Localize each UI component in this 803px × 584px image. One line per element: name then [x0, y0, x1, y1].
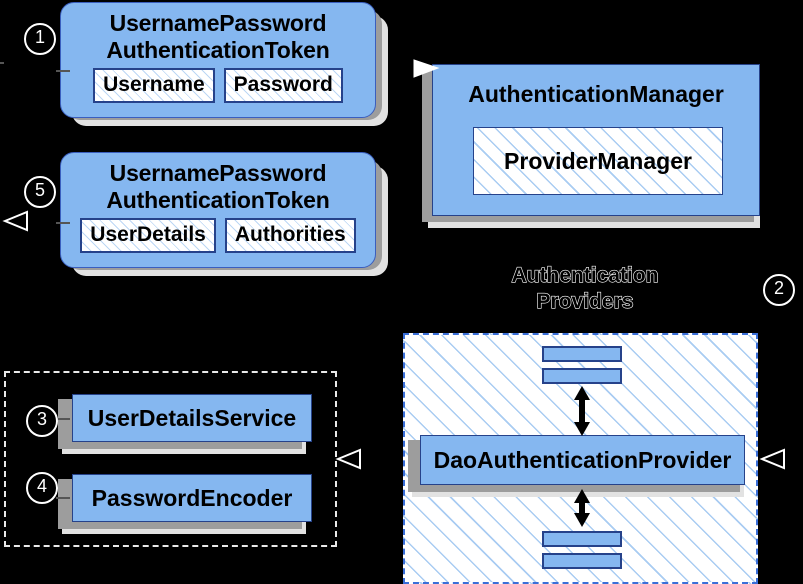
field-username[interactable]: Username: [93, 68, 215, 103]
token-result-title-line2: AuthenticationToken: [106, 187, 330, 213]
authentication-providers-label-line1: Authentication: [511, 263, 659, 287]
token-request-title-line2: AuthenticationToken: [106, 37, 330, 63]
marker-4: 4: [26, 472, 58, 504]
provider-bar-bottom-1[interactable]: [542, 531, 622, 547]
card-dao-authentication-provider[interactable]: DaoAuthenticationProvider: [420, 435, 745, 485]
connector-stub-user-details-service: [56, 418, 70, 420]
card-password-encoder[interactable]: PasswordEncoder: [72, 474, 312, 522]
authentication-providers-label: Authentication Providers: [480, 263, 690, 315]
marker-1: 1: [24, 23, 56, 55]
field-user-details[interactable]: UserDetails: [80, 218, 216, 253]
field-password[interactable]: Password: [223, 68, 343, 103]
provider-bar-bottom-2[interactable]: [542, 553, 622, 569]
token-request-fields: Username Password: [61, 64, 375, 103]
connector-line-left-1: [0, 62, 4, 64]
password-encoder-title: PasswordEncoder: [91, 485, 293, 511]
connector-stub-password-encoder: [56, 497, 70, 499]
authentication-providers-label-line2: Providers: [536, 289, 634, 313]
user-details-service-title: UserDetailsService: [87, 405, 297, 431]
provider-bar-top-2[interactable]: [542, 368, 622, 384]
card-username-password-authentication-token-result[interactable]: UsernamePassword AuthenticationToken Use…: [60, 152, 376, 268]
token-result-title: UsernamePassword AuthenticationToken: [61, 153, 375, 214]
provider-bar-top-1[interactable]: [542, 346, 622, 362]
token-result-title-line1: UsernamePassword: [109, 160, 327, 186]
inner-provider-manager[interactable]: ProviderManager: [473, 127, 723, 195]
token-request-title-line1: UsernamePassword: [109, 10, 327, 36]
hollow-triangle-left-icon-left-edge: [2, 210, 28, 232]
field-authorities[interactable]: Authorities: [224, 218, 356, 253]
authentication-manager-title: AuthenticationManager: [468, 81, 724, 107]
hollow-triangle-left-icon-user-details-group: [335, 448, 361, 470]
marker-2: 2: [763, 274, 795, 306]
connector-stub-token-request-top: [56, 70, 70, 72]
token-request-title: UsernamePassword AuthenticationToken: [61, 3, 375, 64]
hollow-triangle-left-icon-providers-region: [759, 448, 785, 470]
marker-3: 3: [26, 405, 58, 437]
connector-stub-token-result-top: [56, 222, 70, 224]
card-authentication-manager[interactable]: AuthenticationManager ProviderManager: [432, 64, 760, 216]
token-result-fields: UserDetails Authorities: [61, 214, 375, 253]
card-user-details-service[interactable]: UserDetailsService: [72, 394, 312, 442]
marker-5: 5: [24, 176, 56, 208]
card-username-password-authentication-token-request[interactable]: UsernamePassword AuthenticationToken Use…: [60, 2, 376, 118]
dao-provider-title: DaoAuthenticationProvider: [433, 447, 732, 473]
